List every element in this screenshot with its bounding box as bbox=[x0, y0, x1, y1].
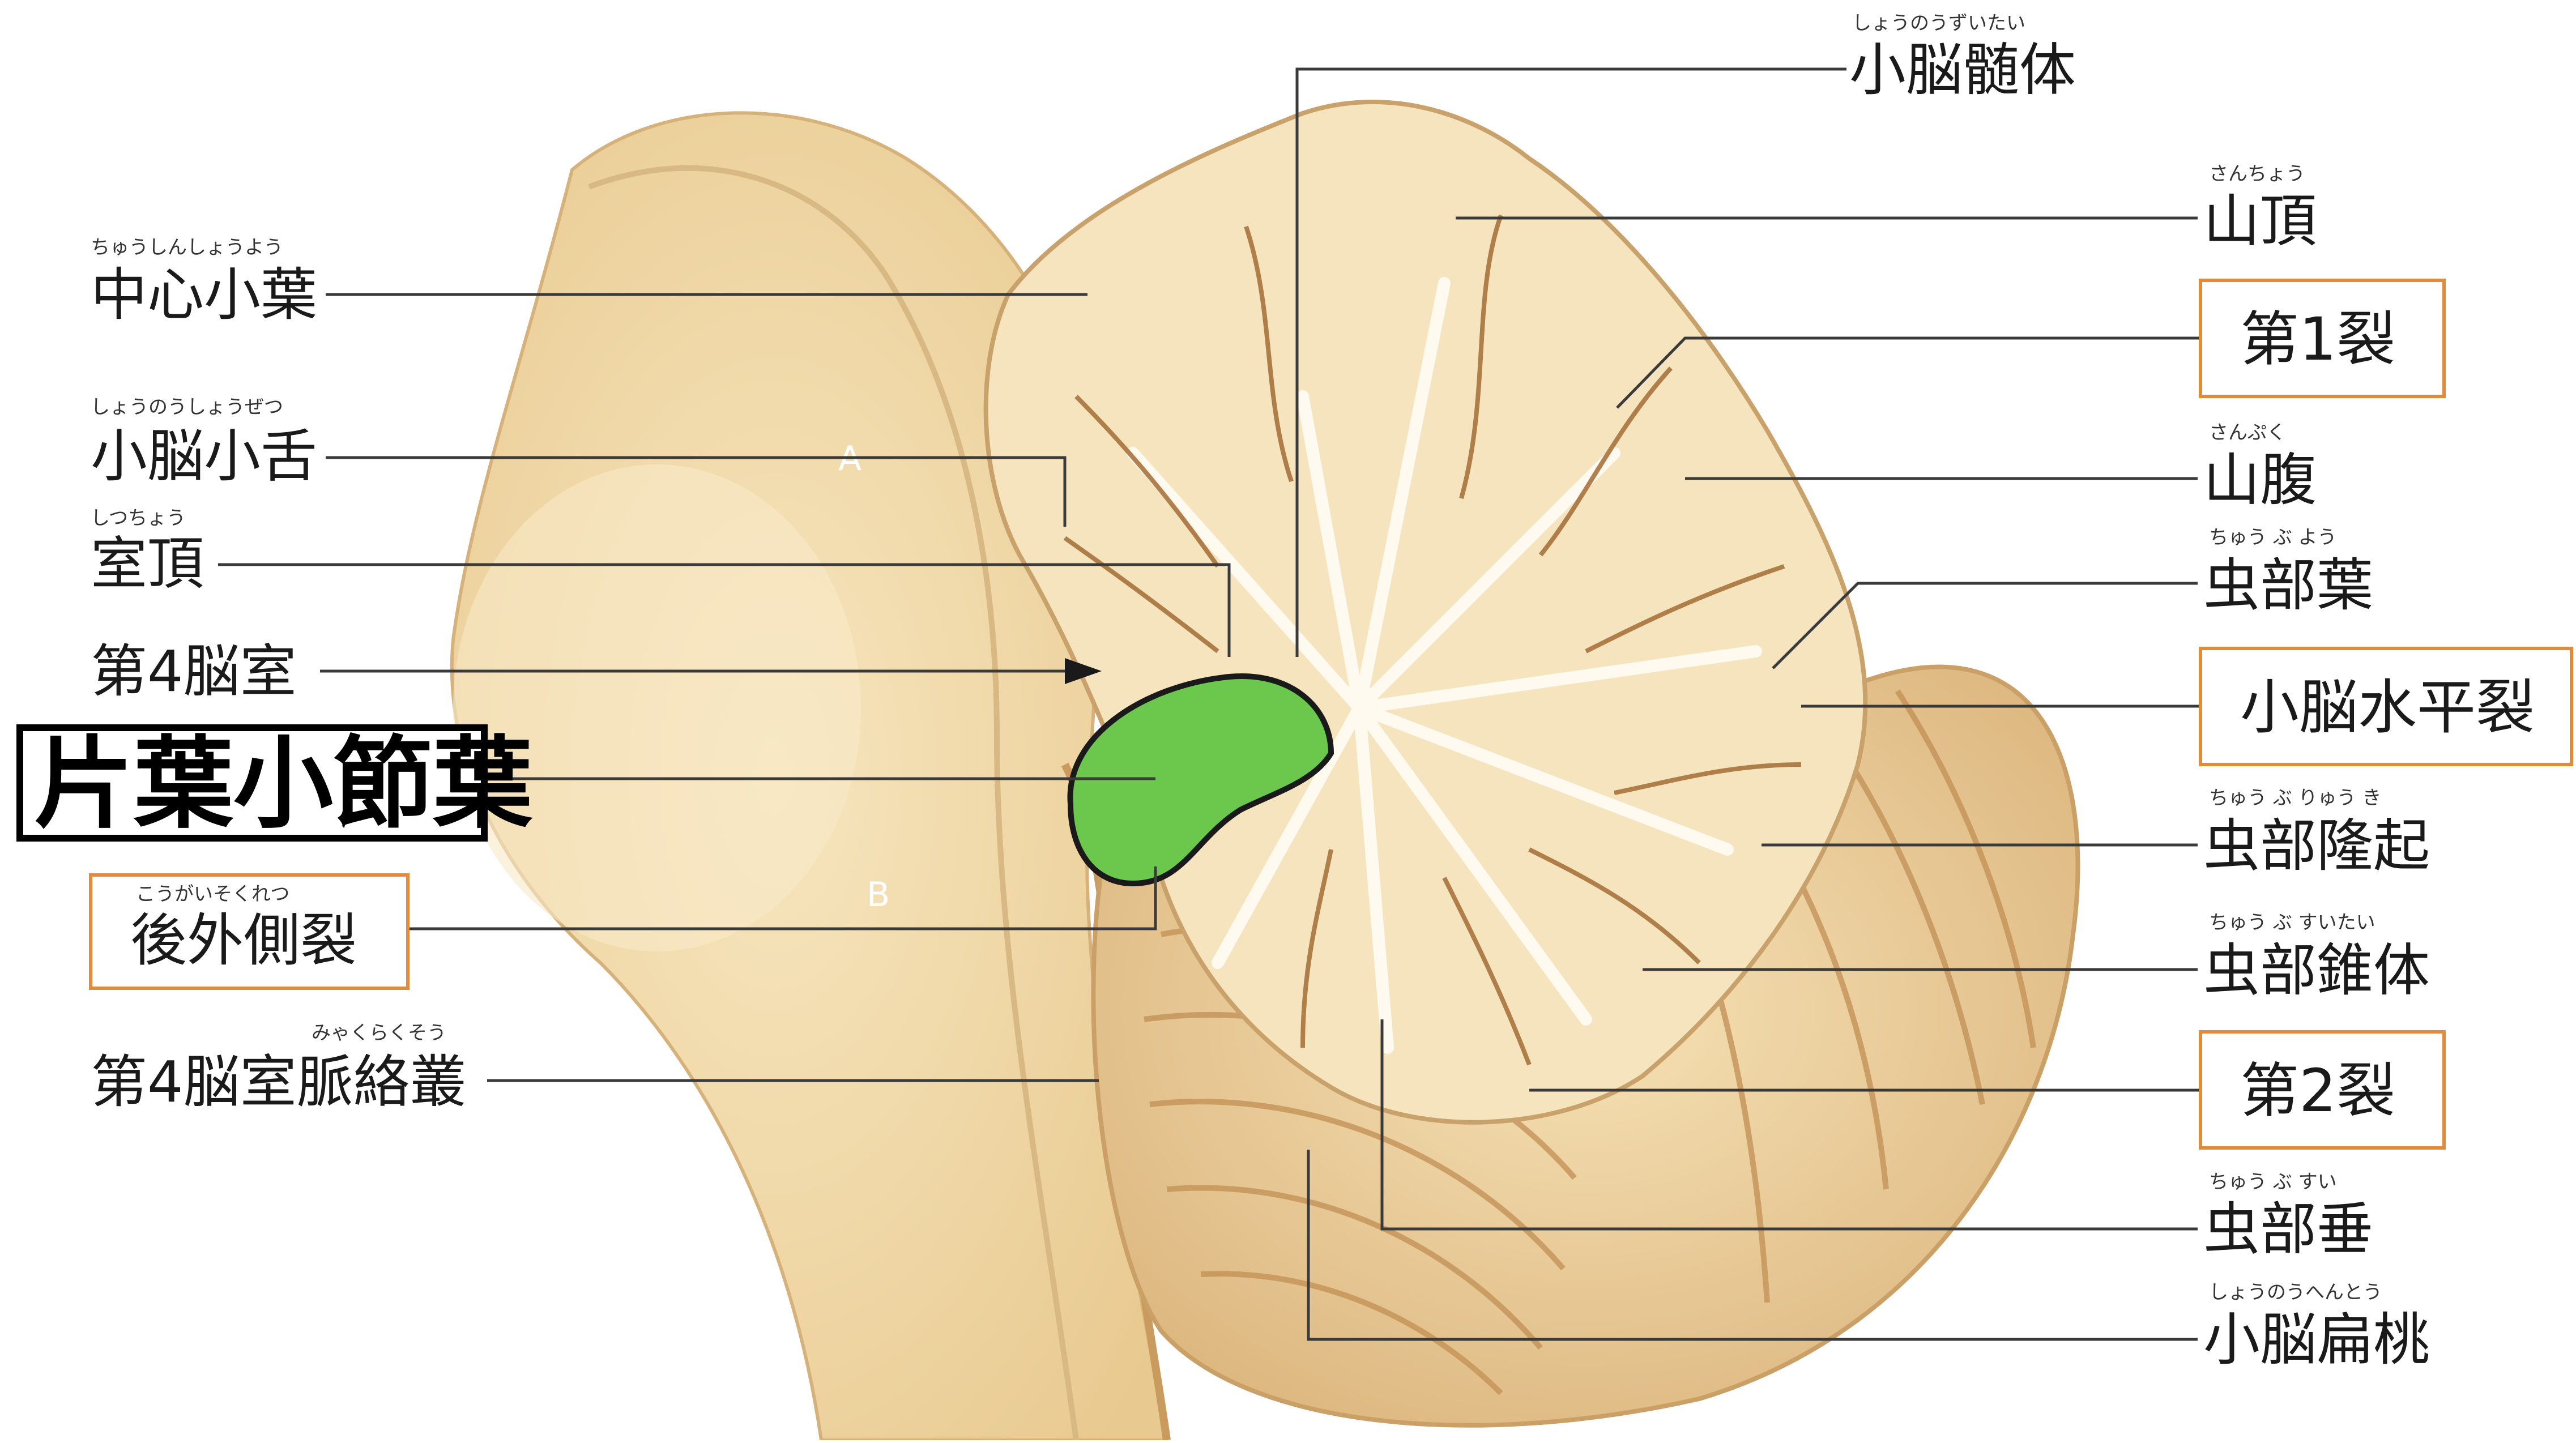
svg-text:小脳小舌: 小脳小舌 bbox=[91, 423, 317, 489]
svg-text:室頂: 室頂 bbox=[91, 531, 204, 597]
svg-text:しょうのうへんとう: しょうのうへんとう bbox=[2209, 1281, 2382, 1304]
svg-text:ちゅう ぶ すいたい: ちゅう ぶ すいたい bbox=[2209, 911, 2375, 934]
svg-text:ちゅう ぶ りゅう き: ちゅう ぶ りゅう き bbox=[2209, 787, 2381, 809]
label-culmen: さんちょう 山頂 bbox=[2203, 163, 2317, 254]
svg-text:虫部垂: 虫部垂 bbox=[2203, 1196, 2373, 1262]
svg-text:ちゅう ぶ よう: ちゅう ぶ よう bbox=[2209, 526, 2337, 549]
svg-text:さんちょう: さんちょう bbox=[2209, 163, 2305, 185]
svg-text:第4脳室脈絡叢: 第4脳室脈絡叢 bbox=[91, 1049, 467, 1115]
label-pyramis: ちゅう ぶ すいたい 虫部錐体 bbox=[2203, 911, 2430, 1004]
svg-text:小脳水平裂: 小脳水平裂 bbox=[2240, 673, 2535, 742]
label-fastigium: しつちょう 室頂 bbox=[91, 507, 204, 597]
label-folium: ちゅう ぶ よう 虫部葉 bbox=[2203, 526, 2373, 618]
svg-text:こうがいそくれつ: こうがいそくれつ bbox=[136, 883, 289, 906]
label-choroid-plexus: みゃくらくそう 第4脳室脈絡叢 bbox=[91, 1022, 467, 1115]
svg-text:虫部錐体: 虫部錐体 bbox=[2203, 937, 2430, 1004]
label-horizontal-fissure: 小脳水平裂 bbox=[2200, 648, 2571, 765]
label-flocculonodular-lobe: 片葉小節葉 bbox=[20, 726, 533, 842]
label-declive: さんぷく 山腹 bbox=[2203, 421, 2317, 513]
svg-text:ちゅうしんしょうよう: ちゅうしんしょうよう bbox=[91, 236, 283, 259]
svg-text:片葉小節葉: 片葉小節葉 bbox=[34, 726, 533, 842]
label-tuber: ちゅう ぶ りゅう き 虫部隆起 bbox=[2203, 787, 2430, 879]
label-fourth-ventricle: 第4脳室 bbox=[91, 638, 297, 705]
svg-text:さんぷく: さんぷく bbox=[2209, 421, 2286, 444]
svg-text:しょうのうずいたい: しょうのうずいたい bbox=[1852, 12, 2025, 35]
svg-text:中心小葉: 中心小葉 bbox=[91, 262, 317, 328]
svg-text:しょうのうしょうぜつ: しょうのうしょうぜつ bbox=[91, 396, 283, 419]
svg-text:しつちょう: しつちょう bbox=[91, 507, 186, 530]
label-secondary-fissure: 第2裂 bbox=[2200, 1032, 2444, 1148]
svg-text:第1裂: 第1裂 bbox=[2240, 305, 2395, 374]
label-posterolateral-fissure: こうがいそくれつ 後外側裂 bbox=[91, 875, 408, 988]
svg-text:ちゅう ぶ すい: ちゅう ぶ すい bbox=[2209, 1171, 2337, 1193]
label-uvula: ちゅう ぶ すい 虫部垂 bbox=[2203, 1171, 2373, 1262]
label-lingula: しょうのうしょうぜつ 小脳小舌 bbox=[91, 396, 317, 489]
label-primary-fissure: 第1裂 bbox=[2200, 280, 2444, 396]
svg-text:第4脳室: 第4脳室 bbox=[91, 638, 297, 705]
svg-text:第2裂: 第2裂 bbox=[2240, 1056, 2395, 1125]
svg-text:後外側裂: 後外側裂 bbox=[130, 907, 357, 974]
svg-text:小脳扁桃: 小脳扁桃 bbox=[2203, 1307, 2430, 1373]
svg-text:虫部葉: 虫部葉 bbox=[2203, 552, 2373, 618]
svg-text:山頂: 山頂 bbox=[2203, 188, 2317, 254]
svg-text:みゃくらくそう: みゃくらくそう bbox=[312, 1022, 446, 1044]
label-central-lobule: ちゅうしんしょうよう 中心小葉 bbox=[91, 236, 317, 328]
label-tonsil: しょうのうへんとう 小脳扁桃 bbox=[2203, 1281, 2430, 1373]
label-medullary-body: しょうのうずいたい 小脳髄体 bbox=[1849, 12, 2076, 103]
svg-text:小脳髄体: 小脳髄体 bbox=[1849, 37, 2076, 103]
svg-text:山腹: 山腹 bbox=[2203, 447, 2317, 513]
svg-text:虫部隆起: 虫部隆起 bbox=[2203, 813, 2430, 879]
marker-b: B bbox=[867, 875, 890, 915]
